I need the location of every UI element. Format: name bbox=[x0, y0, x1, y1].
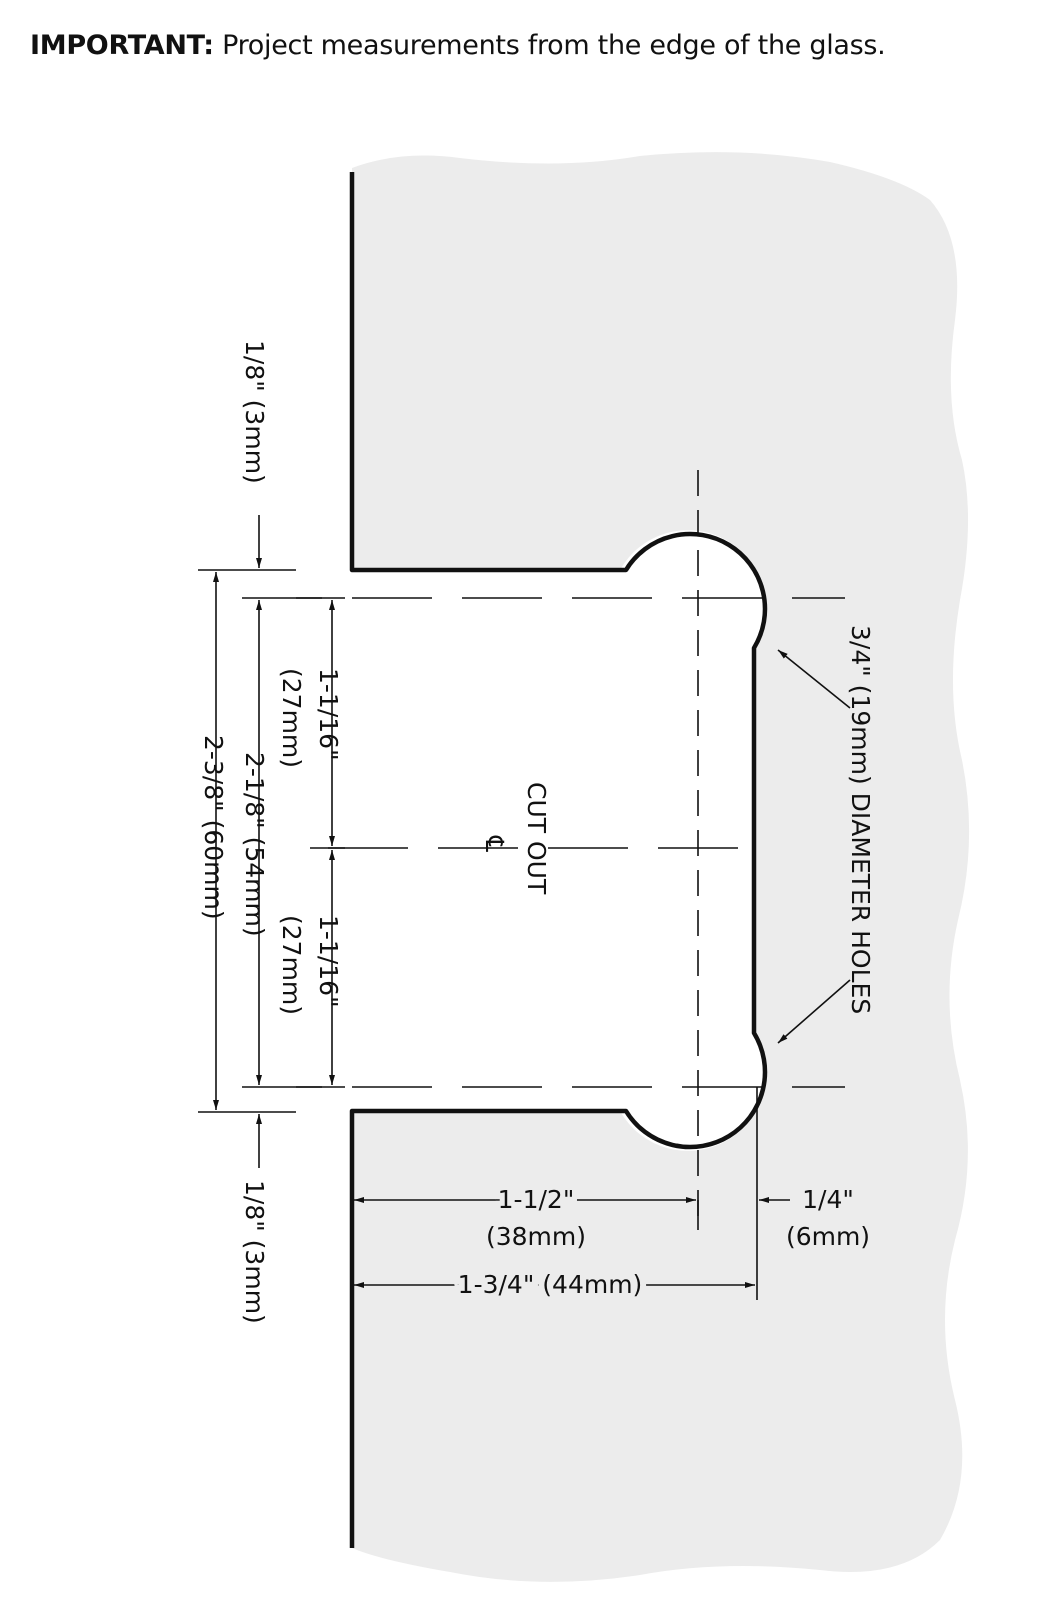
important-note: IMPORTANT: Project measurements from the… bbox=[30, 26, 886, 66]
hole-leader-top bbox=[777, 649, 851, 709]
bottom-gap-label: 1/8" (3mm) bbox=[240, 1180, 269, 1324]
note-text: Project measurements from the edge of th… bbox=[222, 30, 886, 61]
top-gap-label: 1/8" (3mm) bbox=[240, 340, 269, 484]
depth-total-label: 1-3/4" (44mm) bbox=[458, 1270, 643, 1299]
half-upper-mm-label: (27mm) bbox=[277, 668, 306, 768]
glass-edge-outline bbox=[349, 172, 768, 1548]
hole-edge-mm-label: (6mm) bbox=[786, 1222, 870, 1251]
cutout-height-label: 2-1/8" (54mm) bbox=[240, 752, 269, 937]
overall-height-label: 2-3/8" (60mm) bbox=[199, 735, 228, 920]
centerline-symbol: ℄ bbox=[480, 835, 509, 852]
note-label: IMPORTANT: bbox=[30, 30, 214, 61]
half-upper-label: 1-1/16" bbox=[314, 668, 343, 761]
cutout-label: CUT OUT bbox=[522, 782, 551, 895]
hole-edge-label: 1/4" bbox=[802, 1185, 854, 1214]
holes-label: 3/4" (19mm) DIAMETER HOLES bbox=[846, 625, 875, 1014]
cutout-area bbox=[350, 530, 766, 1151]
depth-hole-center-label: 1-1/2" bbox=[498, 1185, 575, 1214]
half-lower-mm-label: (27mm) bbox=[277, 915, 306, 1015]
half-lower-label: 1-1/16" bbox=[314, 915, 343, 1008]
hole-leader-bottom bbox=[777, 979, 851, 1044]
depth-hole-center-mm-label: (38mm) bbox=[486, 1222, 586, 1251]
